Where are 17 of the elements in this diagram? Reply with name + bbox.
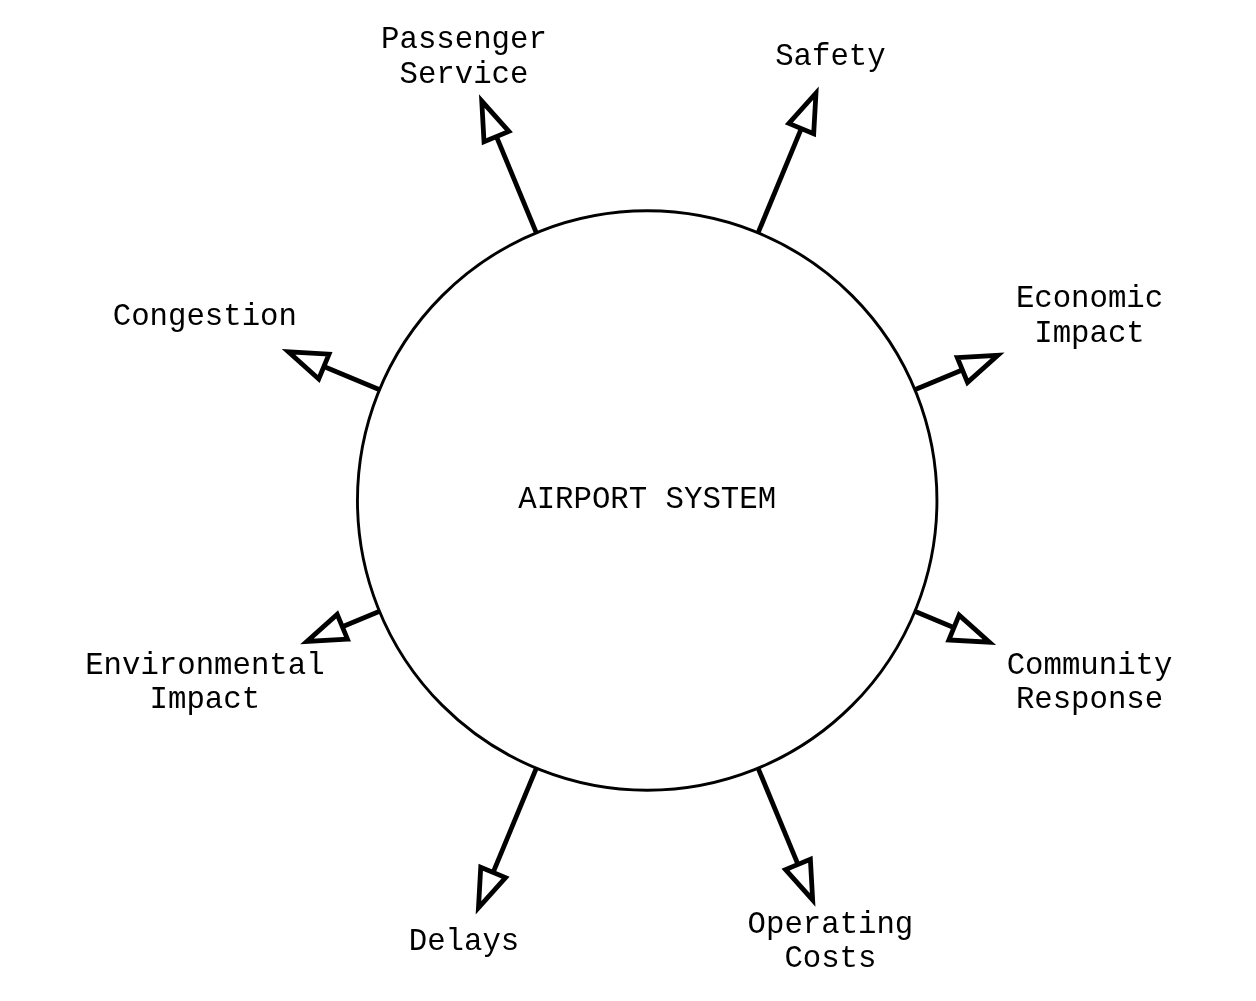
node-text: Environmental Impact	[84, 647, 325, 718]
arrow	[913, 609, 996, 646]
arrow	[755, 86, 819, 234]
node-text: Congestion	[112, 298, 297, 334]
arrow	[475, 767, 538, 915]
arrow	[281, 349, 380, 392]
node-text: Community Response	[1006, 647, 1172, 718]
node-text: Operating Costs	[747, 906, 913, 977]
arrow	[913, 352, 1005, 392]
arrow	[478, 94, 538, 234]
node-text: Delays	[408, 924, 519, 960]
node-text: Economic Impact	[1015, 281, 1163, 351]
node-circle: AIRPORT SYSTEM	[355, 209, 938, 792]
arrow	[299, 609, 380, 645]
node-text: Passenger Service	[380, 22, 547, 92]
arrow	[755, 767, 815, 907]
node-text: Safety	[774, 39, 886, 75]
